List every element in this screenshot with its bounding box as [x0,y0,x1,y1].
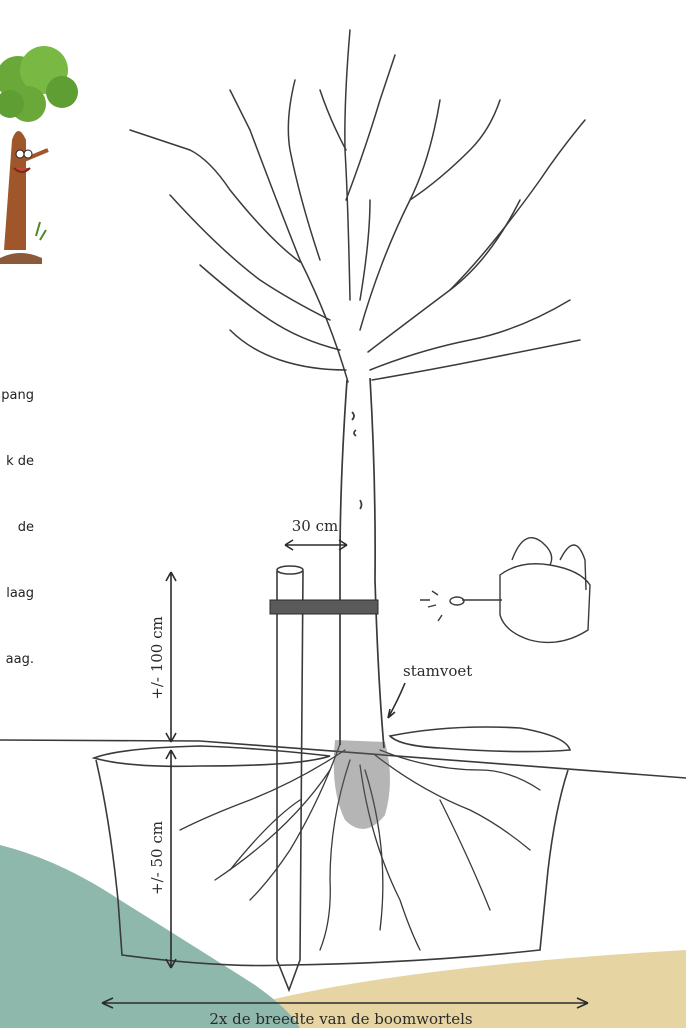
watering-can-icon [420,538,590,643]
side-text-line: de [0,517,34,539]
cartoon-tree-icon [0,46,78,264]
soil-mound-right [390,727,570,752]
pit-depth-label: +/- 50 cm [148,821,166,895]
root-collar-pointer [388,683,405,718]
side-text-line: pang [0,385,34,407]
side-text: pang k de de laag aag. [0,341,34,693]
tree-branches [130,30,585,382]
soil-mound-left [94,746,330,766]
tree-trunk [340,378,384,748]
side-text-line: aag. [0,649,34,671]
trunk-width-arrow [285,540,347,550]
tree-tie-band [270,600,378,614]
side-text-line: k de [0,451,34,473]
side-text-line: laag [0,583,34,605]
trunk-width-label: 30 cm [292,517,338,535]
root-ball [334,740,390,829]
stake-height-label: +/- 100 cm [148,616,166,699]
root-collar-label: stamvoet [403,662,472,680]
pit-width-label: 2x de breedte van de boomwortels [209,1010,472,1028]
stake-height-arrow [166,572,176,742]
